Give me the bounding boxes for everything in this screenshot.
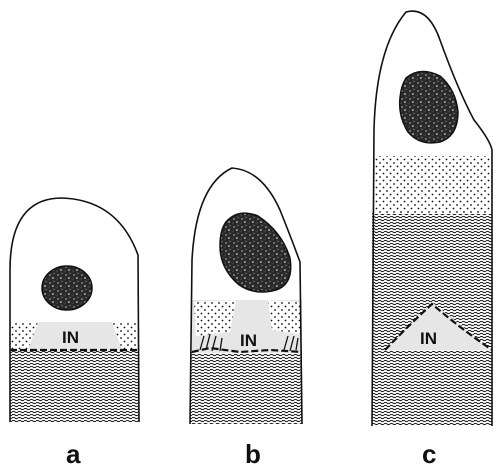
panel-b: IN b [190,168,302,469]
panel-c-in-label: IN [420,329,437,348]
panel-a: IN a [10,198,139,469]
panel-b-in-label: IN [240,331,257,350]
panel-b-wavy-region [190,352,302,424]
panel-b-letter: b [245,439,261,469]
panel-c-letter: c [422,439,436,469]
panel-b-dotted-right [268,300,300,334]
panel-b-nucleus [220,213,291,292]
panel-b-dotted-left [194,300,236,336]
panel-a-letter: a [66,439,81,469]
panel-a-in-label: IN [62,328,79,347]
panel-c-dotted-band [374,156,492,214]
panel-c: IN c [372,11,492,469]
panel-c-nucleus [400,71,458,142]
panel-a-wavy-region [10,350,139,422]
panel-a-nucleus [42,266,92,310]
